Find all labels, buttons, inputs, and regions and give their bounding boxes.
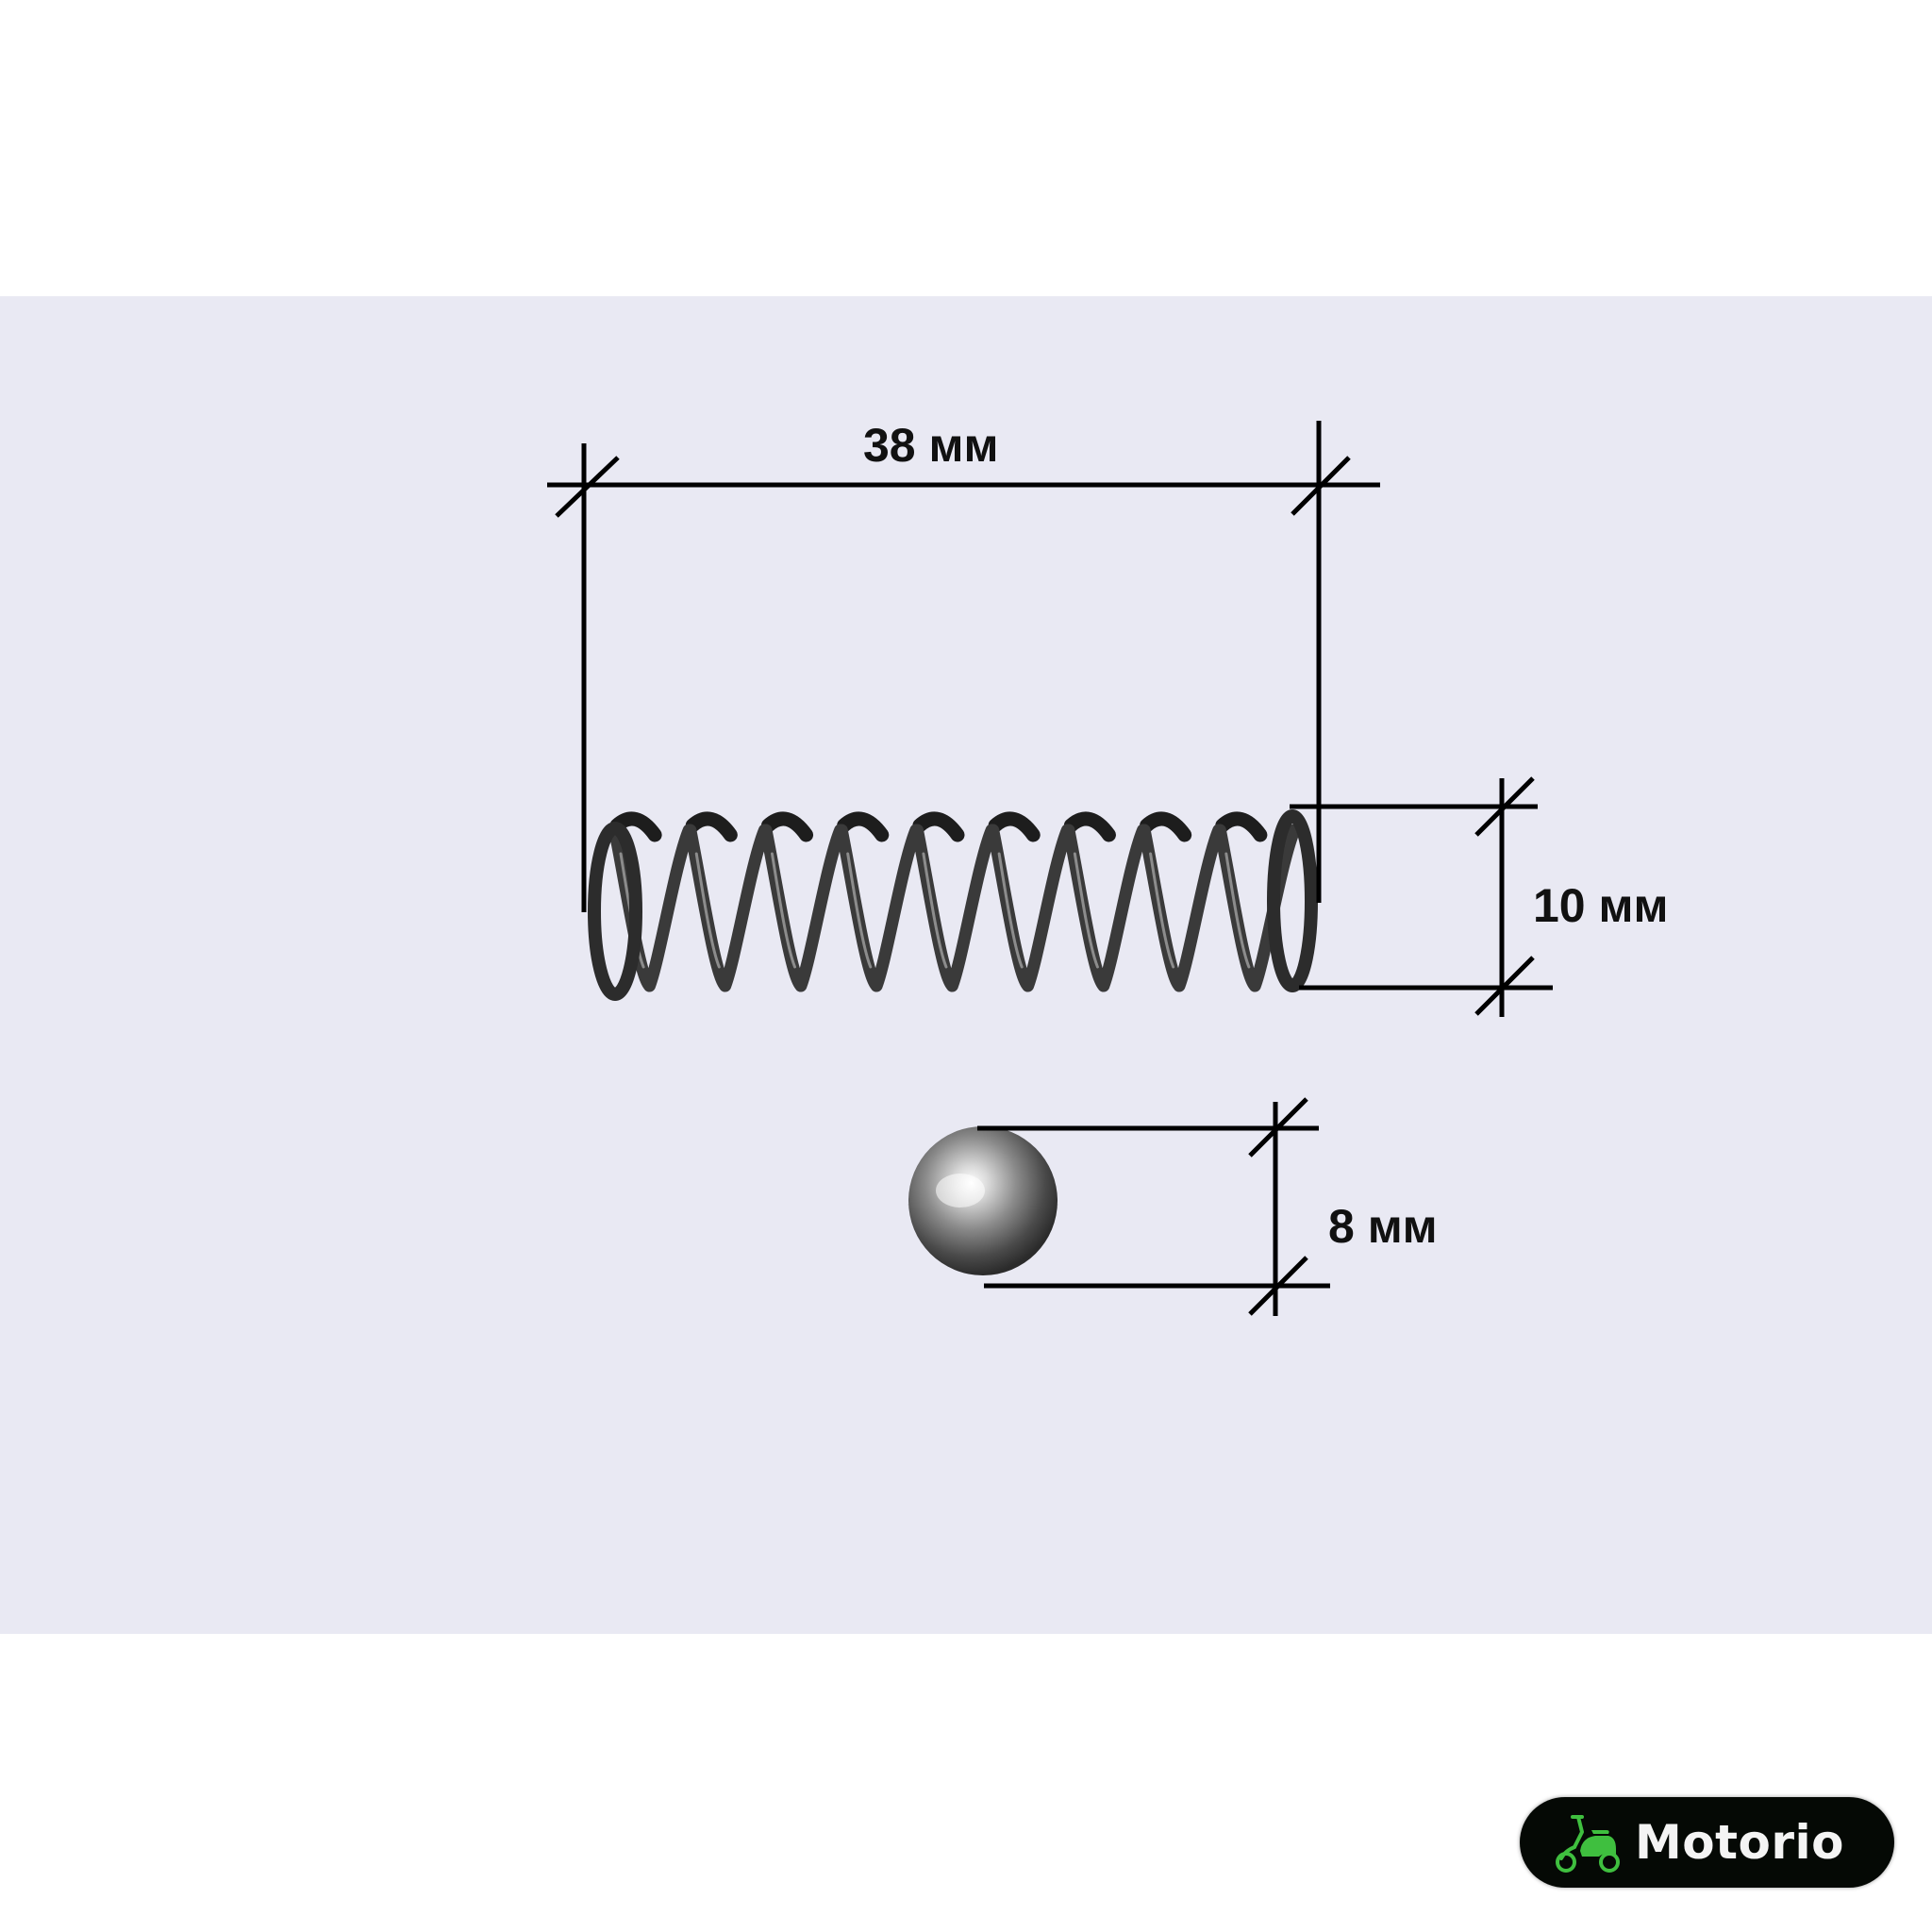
spring-back-coils (609, 811, 1268, 842)
spring-end-left (588, 822, 642, 1001)
spring-end-right (1267, 809, 1318, 992)
ball-diameter-label: 8 мм (1328, 1200, 1438, 1253)
brand-badge: Motorio (1520, 1797, 1894, 1888)
compression-spring (588, 809, 1318, 1001)
outer-diameter-label: 10 мм (1533, 879, 1669, 932)
length-label: 38 мм (863, 419, 999, 472)
dimension-length (547, 421, 1380, 912)
photo-background (0, 296, 1932, 1634)
dimension-outer-diameter (1290, 776, 1553, 1017)
dimension-ball-diameter (977, 1097, 1330, 1316)
steel-ball (908, 1126, 1058, 1275)
brand-name: Motorio (1635, 1815, 1845, 1870)
scooter-icon (1556, 1815, 1620, 1873)
